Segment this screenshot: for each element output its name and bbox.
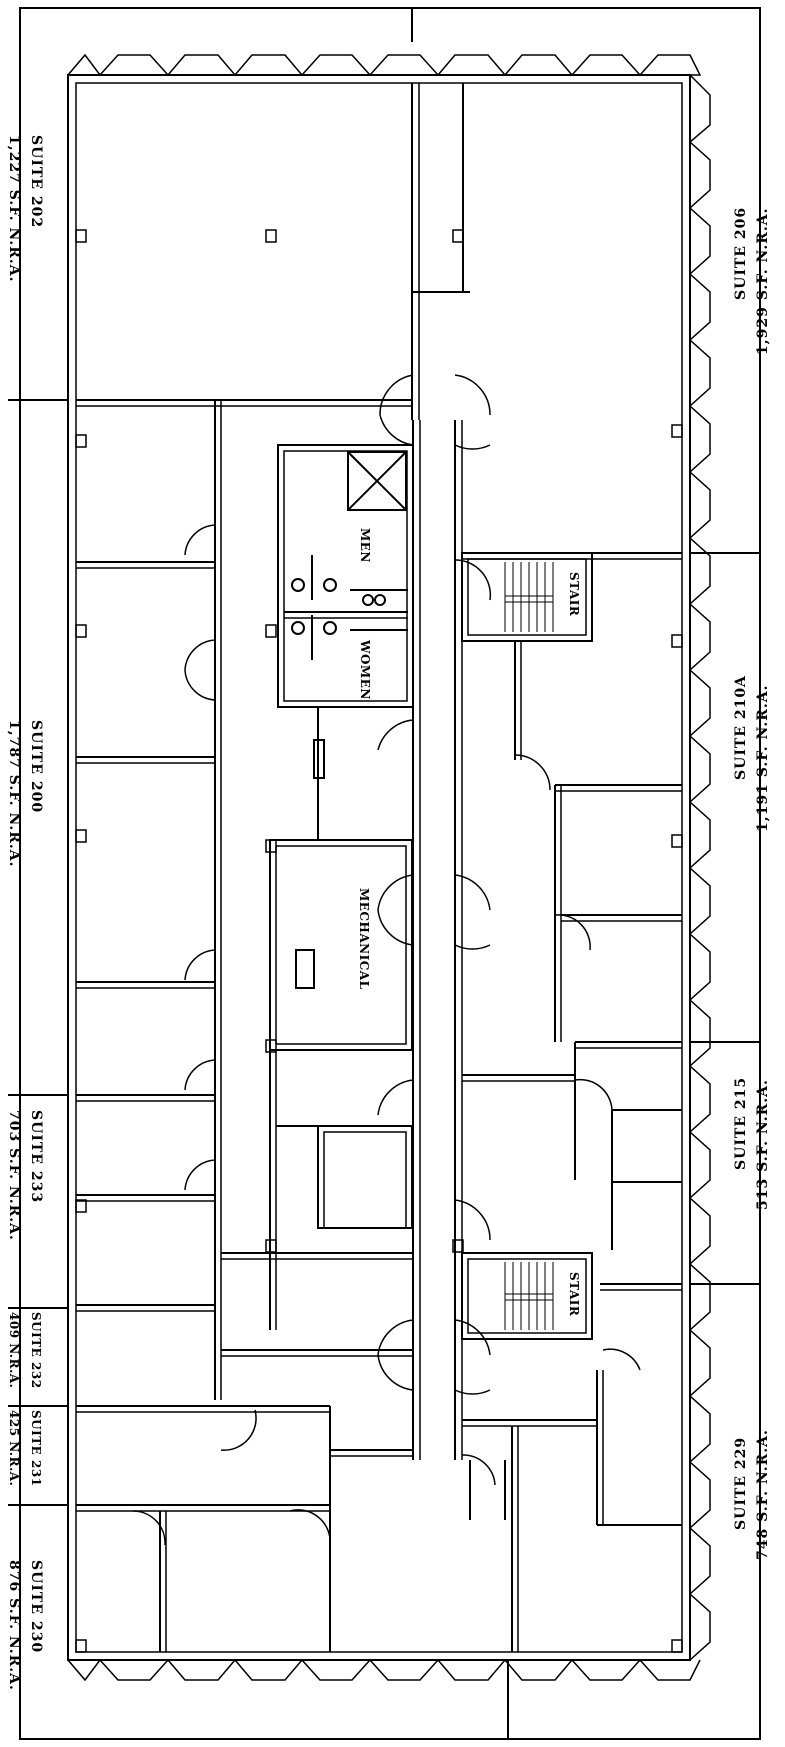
stair-upper-label: STAIR (567, 572, 581, 617)
suite-230-area: 876 S.F. N.R.A. (6, 1560, 22, 1691)
restroom-block (278, 445, 413, 707)
suite-230-label: SUITE 230 (28, 1560, 44, 1654)
suite-202-area: 1,227 S.F. N.R.A. (6, 135, 22, 283)
suite-233-label: SUITE 233 (28, 1110, 44, 1204)
suite-215-area: 513 S.F. N.R.A. (755, 1079, 771, 1210)
men-restroom-label: MEN (358, 528, 372, 563)
suite-206-label: SUITE 206 (733, 206, 749, 300)
suite-215-label: SUITE 215 (733, 1076, 749, 1170)
right-window-edge (690, 75, 710, 1660)
suite-232-label: SUITE 232 (29, 1312, 43, 1389)
stair-lower (462, 1253, 592, 1339)
stair-lower-label: STAIR (567, 1272, 581, 1317)
suite-210a-area: 1,191 S.F. N.R.A. (755, 684, 771, 833)
suite-206-area: 1,929 S.F. N.R.A. (755, 207, 771, 356)
women-restroom-label: WOMEN (358, 640, 372, 700)
suite-210a-label: SUITE 210A (733, 675, 749, 780)
bottom-window-edge (68, 1660, 700, 1680)
suite-233-area: 703 S.F. N.R.A. (6, 1110, 22, 1241)
elevator (348, 452, 406, 510)
suite-200-label: SUITE 200 (28, 720, 44, 814)
suite-200-area: 1,787 S.F. N.R.A. (6, 720, 22, 868)
suite-231-label: SUITE 231 (29, 1410, 43, 1487)
mechanical-room (270, 840, 412, 1050)
stair-upper (462, 553, 592, 641)
outer-frame (20, 8, 760, 1739)
suite-202-label: SUITE 202 (28, 135, 44, 229)
suite-232-area: 409 N.R.A. (7, 1312, 21, 1389)
top-window-edge (68, 55, 700, 75)
suite-231-area: 425 N.R.A. (7, 1410, 21, 1487)
suite-229-area: 748 S.F. N.R.A. (755, 1429, 771, 1560)
mechanical-room-label: MECHANICAL (357, 888, 371, 990)
suite-229-label: SUITE 229 (733, 1436, 749, 1530)
